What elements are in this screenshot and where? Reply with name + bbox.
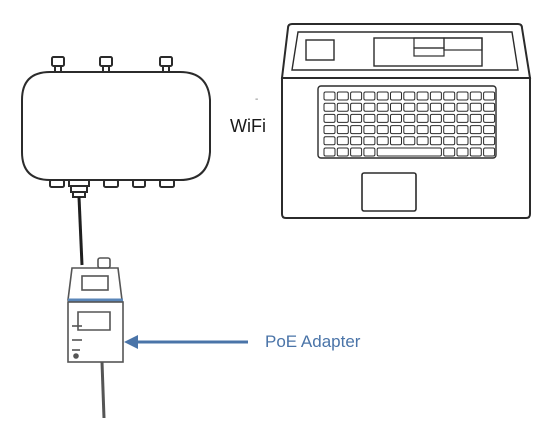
keyboard-key (456, 147, 469, 157)
keyboard-key (390, 91, 402, 101)
keyboard-key (483, 136, 496, 146)
poe-adapter-icon (67, 257, 124, 363)
laptop-keyboard (317, 85, 497, 159)
keyboard-key (376, 113, 389, 123)
keyboard-key (336, 102, 349, 112)
keyboard-key (323, 113, 336, 123)
keyboard-key (429, 113, 442, 123)
laptop-touchpad (361, 172, 417, 212)
keyboard-key (363, 125, 376, 135)
keyboard-key (323, 136, 336, 146)
keyboard-key (429, 136, 442, 146)
keyboard-key (376, 125, 389, 135)
keyboard-key (469, 136, 482, 146)
keyboard-key (363, 113, 376, 123)
laptop-base (281, 77, 531, 219)
keyboard-key (456, 113, 469, 123)
keyboard-key (336, 136, 349, 146)
keyboard-key (416, 91, 429, 101)
keyboard-key (443, 125, 456, 135)
keyboard-key (403, 136, 416, 146)
keyboard-key (403, 102, 416, 112)
keyboard-key (483, 91, 496, 101)
keyboard-key (469, 91, 482, 101)
keyboard-key (456, 136, 469, 146)
keyboard-key (323, 102, 336, 112)
ap-top-connectors (51, 56, 173, 73)
keyboard-key (469, 113, 482, 123)
keyboard-key (456, 125, 469, 135)
keyboard-key (483, 147, 496, 157)
keyboard-key (403, 91, 416, 101)
adapter-lower-unit (67, 301, 124, 363)
keyboard-key (336, 113, 349, 123)
keyboard-key (376, 136, 389, 146)
keyboard-key (483, 125, 496, 135)
laptop-icon (280, 23, 532, 219)
keyboard-key (429, 102, 442, 112)
keyboard-key (350, 147, 363, 157)
keyboard-key (350, 136, 363, 146)
keyboard-key (363, 91, 376, 101)
keyboard-key (350, 91, 363, 101)
ap-bottom-connectors (49, 179, 175, 198)
keyboard-key (336, 147, 349, 157)
keyboard-key (363, 136, 376, 146)
keyboard-key (483, 102, 496, 112)
wifi-label: WiFi (230, 116, 266, 136)
keyboard-key (443, 91, 456, 101)
keyboard-key (350, 125, 363, 135)
keyboard-key (443, 102, 456, 112)
keyboard-key (323, 147, 336, 157)
keyboard-key (390, 113, 402, 123)
keyboard-key (350, 113, 363, 123)
keyboard-key (429, 91, 442, 101)
ethernet-cable-out (100, 361, 106, 419)
keyboard-key (363, 102, 376, 112)
keyboard-key (376, 102, 389, 112)
poe-adapter-label: PoE Adapter (265, 332, 361, 351)
keyboard-key (323, 125, 336, 135)
keyboard-key (456, 91, 469, 101)
access-point-icon (21, 56, 211, 198)
keyboard-key (416, 102, 429, 112)
dash-mark: - (255, 94, 259, 105)
keyboard-key (429, 125, 442, 135)
keyboard-key (323, 91, 336, 101)
keyboard-key (403, 125, 416, 135)
keyboard-key (376, 91, 389, 101)
keyboard-key (350, 102, 363, 112)
keyboard-key (443, 136, 456, 146)
keyboard-key (390, 102, 402, 112)
keyboard-key (443, 147, 456, 157)
laptop-screen (291, 31, 519, 71)
keyboard-key (390, 125, 402, 135)
keyboard-key (469, 147, 482, 157)
keyboard-key (416, 113, 429, 123)
keyboard-key (483, 113, 496, 123)
keyboard-key (416, 125, 429, 135)
keyboard-spacebar (376, 147, 442, 157)
keyboard-key (390, 136, 402, 146)
keyboard-key (336, 91, 349, 101)
ap-body (21, 71, 211, 181)
keyboard-key (469, 102, 482, 112)
keyboard-key (336, 125, 349, 135)
keyboard-key (443, 113, 456, 123)
laptop-keys (323, 91, 496, 157)
ethernet-cable-ap (77, 196, 84, 266)
left-arrow-icon (124, 335, 248, 349)
keyboard-key (363, 147, 376, 157)
keyboard-key (456, 102, 469, 112)
keyboard-key (469, 125, 482, 135)
keyboard-key (416, 136, 429, 146)
keyboard-key (403, 113, 416, 123)
